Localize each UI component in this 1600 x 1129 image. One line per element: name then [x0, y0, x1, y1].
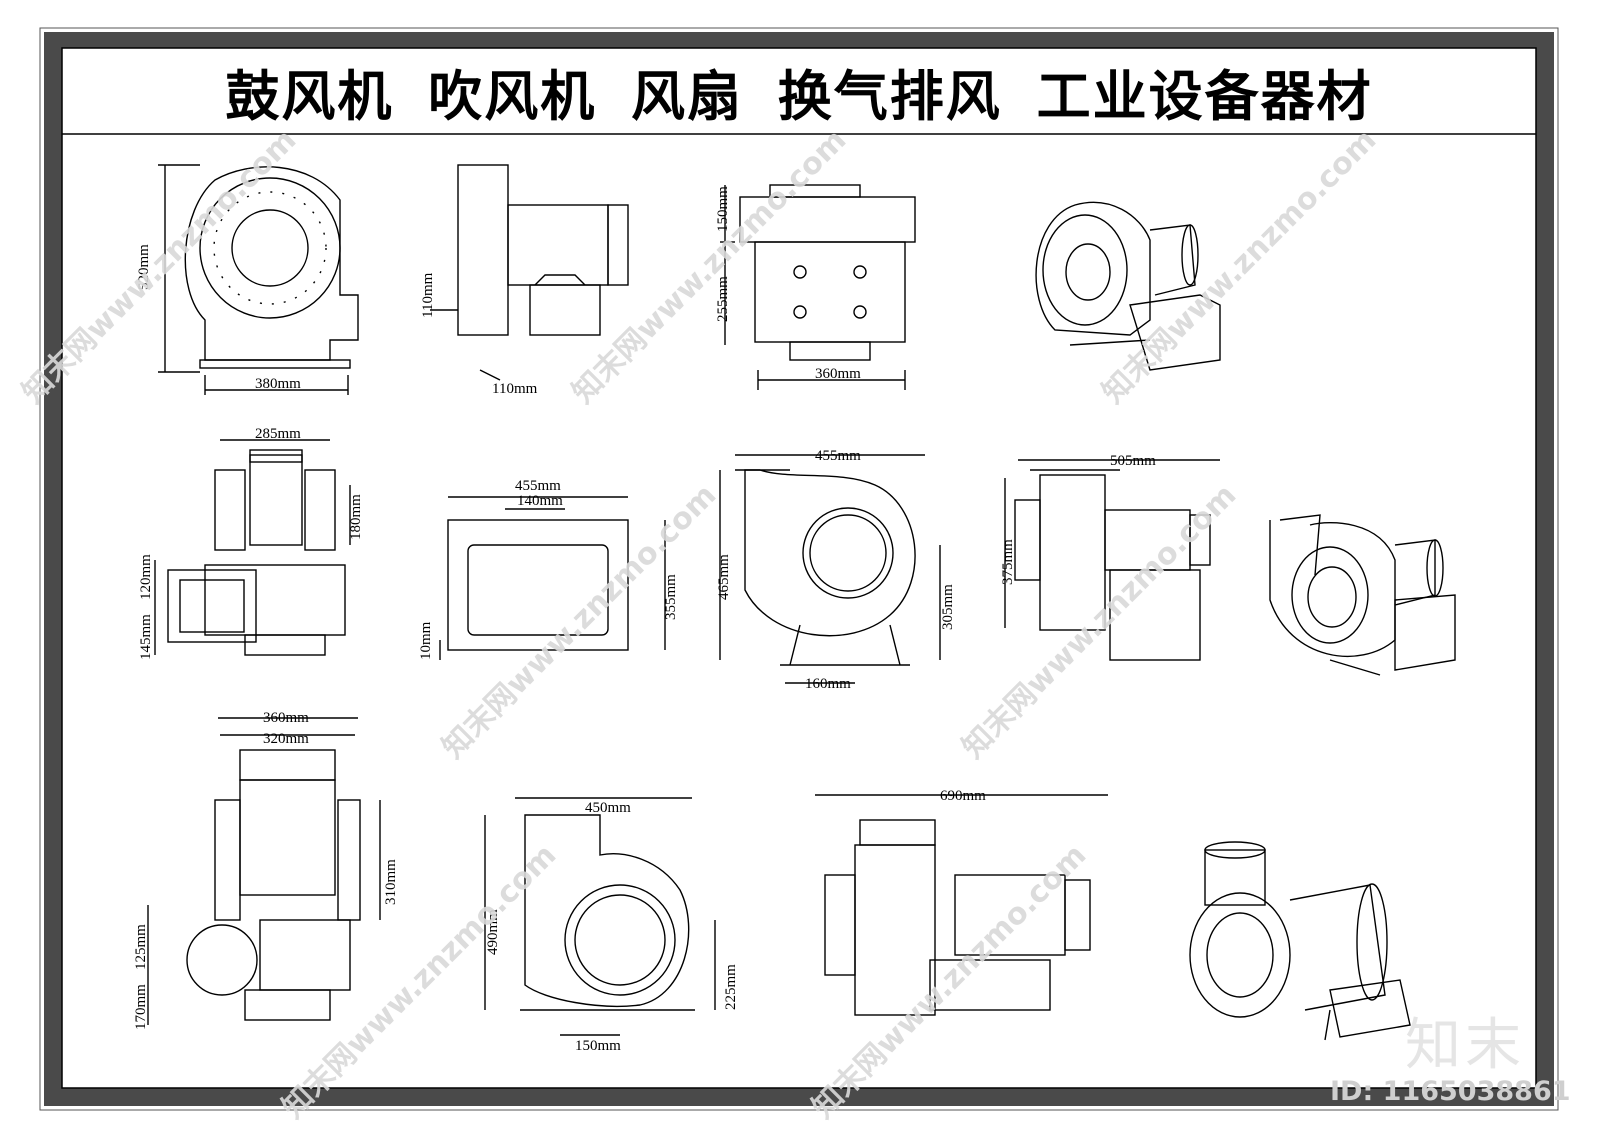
dim-label: 455mm — [515, 478, 561, 494]
outer-border — [39, 27, 1559, 1111]
dim-label: 110mm — [420, 272, 436, 318]
blower-top-view-10 — [147, 717, 381, 1025]
blower-isometric-4 — [1035, 201, 1221, 371]
dim-label: 490mm — [485, 909, 501, 955]
blower-front-view-1 — [158, 164, 359, 395]
blower-front-view-7 — [719, 454, 941, 684]
dim-label: 450mm — [585, 800, 631, 816]
dim-label: 360mm — [263, 710, 309, 726]
image-id-label: ID: 1165038861 — [1330, 1076, 1571, 1107]
dim-label: 285mm — [255, 426, 301, 442]
dim-label: 380mm — [255, 376, 301, 392]
blower-side-view-12 — [815, 794, 1108, 1016]
dim-label: 520mm — [136, 244, 152, 290]
dim-label: 310mm — [383, 859, 399, 905]
brand-logo: 知末 — [1405, 1013, 1525, 1078]
dim-label: 125mm — [133, 924, 149, 970]
dim-label: 10mm — [418, 621, 434, 660]
blower-front-view-11 — [484, 797, 716, 1036]
dim-label: 120mm — [138, 554, 154, 600]
dim-label: 255mm — [715, 276, 731, 322]
dim-label: 110mm — [492, 381, 538, 397]
dim-label: 360mm — [815, 366, 861, 382]
dim-label: 690mm — [940, 788, 986, 804]
dim-label: 180mm — [348, 494, 364, 540]
dim-label: 225mm — [723, 964, 739, 1010]
dim-label: 320mm — [263, 731, 309, 747]
dim-label: 375mm — [1000, 539, 1016, 585]
dim-label: 140mm — [517, 493, 563, 509]
blower-isometric-13 — [1189, 841, 1411, 1041]
blower-top-view-3 — [720, 184, 916, 390]
dim-label: 150mm — [715, 186, 731, 232]
blower-isometric-9 — [1269, 514, 1456, 676]
outlet-flange-6 — [439, 496, 666, 660]
inner-border — [61, 47, 1537, 1089]
dim-label: 355mm — [663, 574, 679, 620]
dim-label: 305mm — [940, 584, 956, 630]
blower-side-view-8 — [1004, 459, 1220, 661]
blower-side-view-2 — [430, 164, 629, 381]
page-title: 鼓风机 吹风机 风扇 换气排风 工业设备器材 — [225, 64, 1373, 128]
dim-label: 170mm — [133, 984, 149, 1030]
dim-label: 465mm — [716, 554, 732, 600]
dim-label: 505mm — [1110, 453, 1156, 469]
dim-label: 145mm — [138, 614, 154, 660]
dim-label: 455mm — [815, 448, 861, 464]
dim-label: 160mm — [805, 676, 851, 692]
dim-label: 150mm — [575, 1038, 621, 1054]
blower-top-view-5 — [154, 439, 351, 656]
